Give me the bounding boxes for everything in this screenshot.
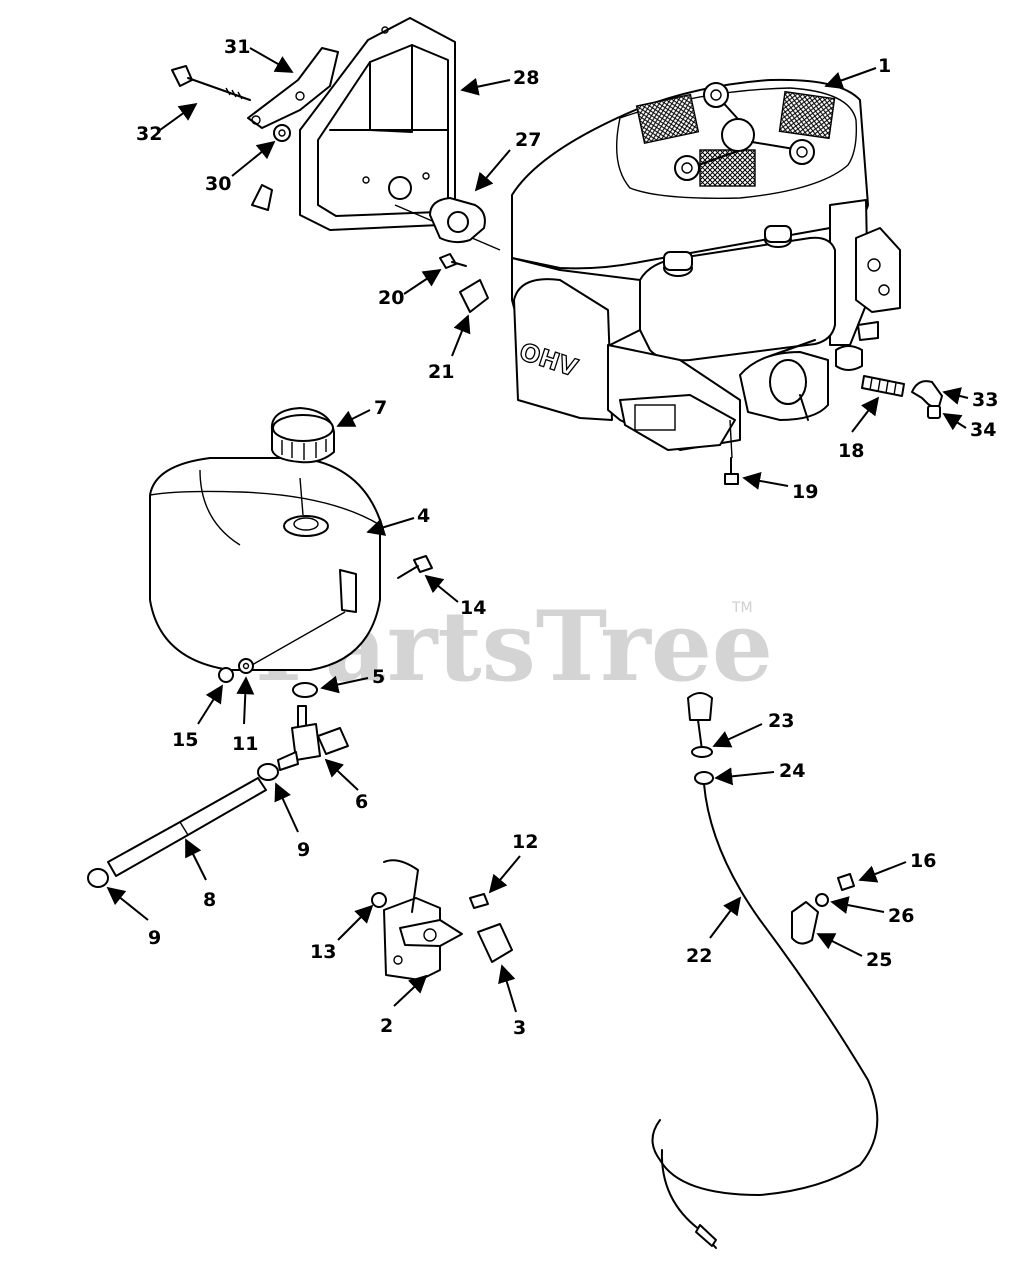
callout-11: 11 — [232, 733, 258, 755]
callout-2: 2 — [380, 1015, 393, 1037]
callout-14: 14 — [460, 597, 486, 619]
callout-22: 22 — [686, 945, 712, 967]
nut-15 — [218, 667, 234, 683]
nipple-18 — [861, 375, 905, 397]
callout-9-lower: 9 — [148, 927, 161, 949]
muffler — [299, 17, 501, 251]
callout-23: 23 — [768, 710, 794, 732]
plug-34 — [927, 405, 941, 419]
clamp-9-upper — [257, 763, 279, 781]
callout-28: 28 — [513, 67, 539, 89]
fuel-tank — [149, 457, 381, 671]
callout-13: 13 — [310, 941, 336, 963]
muffler-plug — [251, 184, 273, 211]
callout-34: 34 — [970, 419, 996, 441]
bolt-19 — [724, 457, 739, 485]
screw-12 — [469, 893, 489, 909]
callout-20: 20 — [378, 287, 404, 309]
callout-6: 6 — [355, 791, 368, 813]
callout-33: 33 — [972, 389, 998, 411]
screw-14 — [397, 555, 433, 579]
callout-21: 21 — [428, 361, 454, 383]
washer-11 — [238, 658, 254, 674]
callout-30: 30 — [205, 173, 231, 195]
watermark-trademark: TM — [731, 600, 753, 616]
callout-18: 18 — [838, 440, 864, 462]
callout-26: 26 — [888, 905, 914, 927]
callout-19: 19 — [792, 481, 818, 503]
callout-12: 12 — [512, 831, 538, 853]
callout-32: 32 — [136, 123, 162, 145]
callout-1: 1 — [878, 55, 891, 77]
callout-8: 8 — [203, 889, 216, 911]
fuel-valve — [277, 705, 349, 771]
throttle-bracket — [383, 859, 463, 981]
callout-27: 27 — [515, 129, 541, 151]
muffler-bracket — [247, 47, 339, 129]
clip-21 — [459, 279, 489, 313]
callout-31: 31 — [224, 36, 250, 58]
callout-16: 16 — [910, 850, 936, 872]
callout-15: 15 — [172, 729, 198, 751]
bolt-32 — [171, 65, 251, 101]
nut-13 — [371, 892, 387, 908]
fuel-cap — [270, 407, 335, 464]
clamp-25 — [791, 901, 819, 945]
callout-4: 4 — [417, 505, 430, 527]
washer-30 — [273, 124, 291, 142]
screw-20 — [439, 253, 467, 269]
bushing-5 — [292, 682, 318, 698]
callout-25: 25 — [866, 949, 892, 971]
engine: OHV — [511, 78, 901, 459]
throttle-knob — [477, 923, 513, 963]
callout-3: 3 — [513, 1017, 526, 1039]
gasket — [429, 197, 486, 244]
callout-5: 5 — [372, 666, 385, 688]
choke-cable — [651, 692, 879, 1249]
callout-9-upper: 9 — [297, 839, 310, 861]
clamp-9-lower — [87, 868, 109, 888]
callouts: 1 28 27 31 32 30 20 21 33 34 18 19 — [106, 36, 998, 1039]
callout-24: 24 — [779, 760, 805, 782]
fuel-hose — [107, 777, 267, 877]
callout-7: 7 — [374, 397, 387, 419]
washer-26 — [815, 893, 829, 907]
screw-16 — [837, 873, 855, 891]
